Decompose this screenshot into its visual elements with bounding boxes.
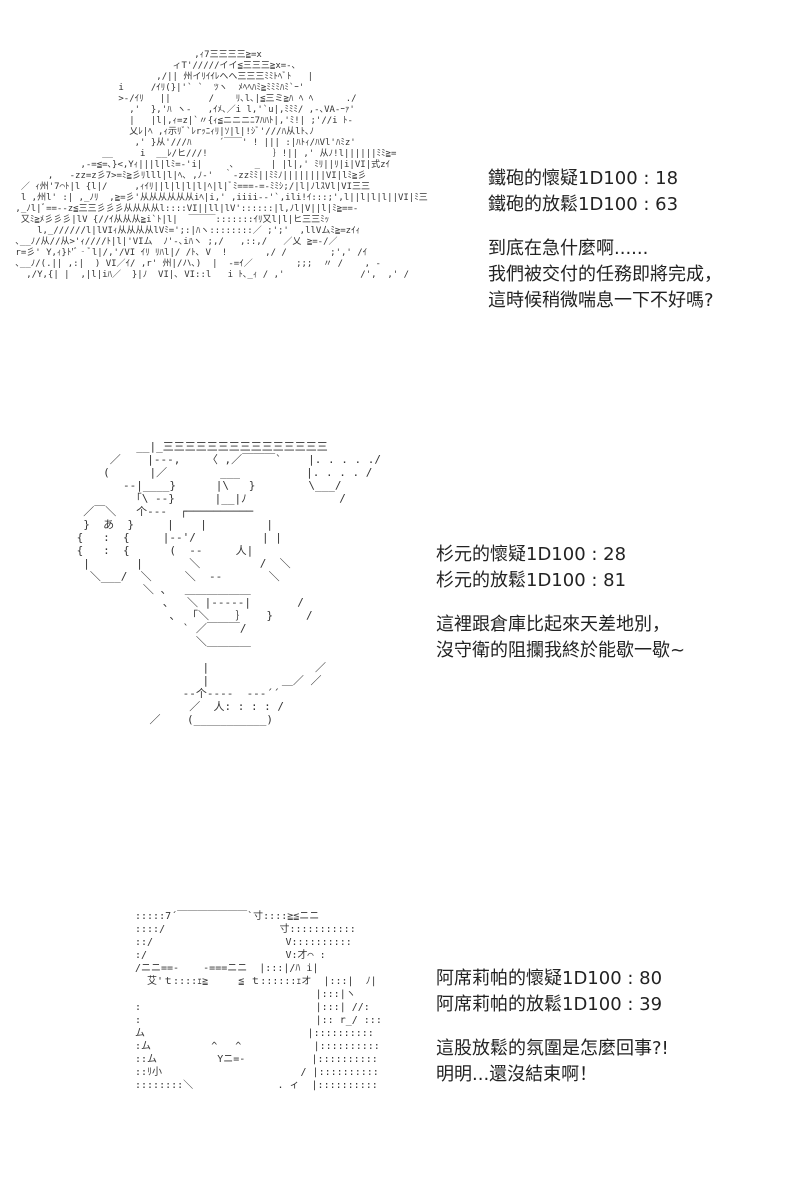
stat-relax: 鐵砲的放鬆1D100 : 63	[488, 194, 679, 215]
dialogue-line: 這時候稍微喘息一下不好嗎?	[488, 290, 714, 311]
ascii-art-sugimoto: __|_三三三三三三三三三三三三三三三 ／ |‐‐-, 〈 ,／￣￣￣` |. …	[76, 440, 382, 726]
panel-text-teppo: 鐵砲的懷疑1D100 : 18 鐵砲的放鬆1D100 : 63 到底在急什麼啊.…	[488, 166, 722, 314]
stat-relax: 阿席莉帕的放鬆1D100 : 39	[436, 994, 663, 1015]
panel-asirpa: :::::7´￣￣￣￣￣￣￣`寸::::≧≦ニニ ::::/ 寸::::::::…	[0, 900, 800, 1160]
dialogue-line: 到底在急什麼啊......	[488, 238, 649, 259]
dialogue-line: 沒守衛的阻攔我終於能歇一歇~	[436, 640, 686, 661]
panel-text-sugimoto: 杉元的懷疑1D100 : 28 杉元的放鬆1D100 : 81 這裡跟倉庫比起來…	[436, 542, 685, 664]
stat-doubt: 鐵砲的懷疑1D100 : 18	[488, 168, 679, 189]
dialogue-line: 明明...還沒結束啊！	[436, 1064, 598, 1085]
panel-sugimoto: __|_三三三三三三三三三三三三三三三 ／ |‐‐-, 〈 ,／￣￣￣` |. …	[0, 430, 800, 850]
stat-doubt: 杉元的懷疑1D100 : 28	[436, 544, 627, 565]
dialogue-line: 這裡跟倉庫比起來天差地別，	[436, 614, 670, 635]
stat-relax: 杉元的放鬆1D100 : 81	[436, 570, 627, 591]
panel-text-asirpa: 阿席莉帕的懷疑1D100 : 80 阿席莉帕的放鬆1D100 : 39 這股放鬆…	[436, 966, 669, 1088]
dialogue-line: 這股放鬆的氛圍是怎麼回事?!	[436, 1038, 669, 1059]
ascii-art-teppo: ,ｨ7三三三三≧=x ィT'/////イイ≦三三三≧x=-､ ,/|| 州イﾘｲ…	[15, 50, 428, 280]
panel-teppo: ,ｨ7三三三三≧=x ィT'/////イイ≦三三三≧x=-､ ,/|| 州イﾘｲ…	[0, 40, 800, 420]
ascii-art-asirpa: :::::7´￣￣￣￣￣￣￣`寸::::≧≦ニニ ::::/ 寸::::::::…	[135, 911, 382, 1091]
stat-doubt: 阿席莉帕的懷疑1D100 : 80	[436, 968, 663, 989]
dialogue-line: 我們被交付的任務即將完成，	[488, 264, 722, 285]
